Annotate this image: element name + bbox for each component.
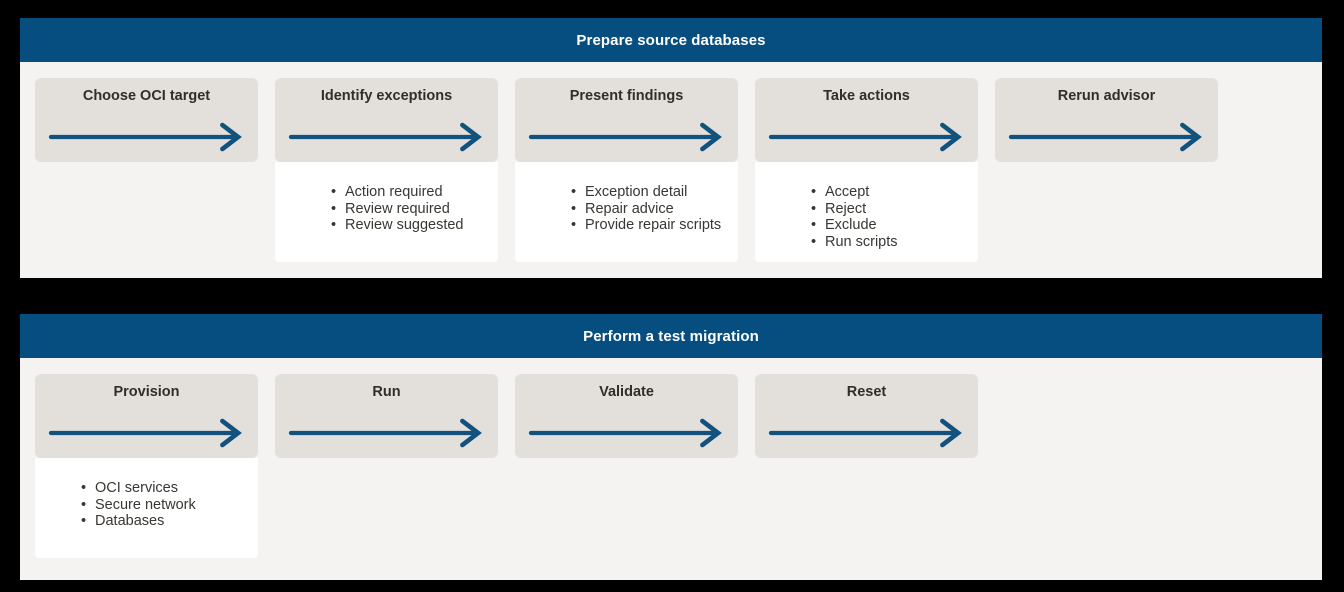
list-item-label: Databases bbox=[95, 513, 165, 529]
list-item: • Exclude bbox=[811, 217, 978, 234]
panel-prepare-source-databases: Prepare source databases Choose OCI targ… bbox=[20, 18, 1322, 278]
bullet-icon: • bbox=[81, 496, 87, 513]
step-label: Reset bbox=[846, 384, 887, 400]
step-provision[interactable]: Provision • OCI services • Secure network • Da… bbox=[35, 374, 258, 558]
step-card[interactable]: Present findings bbox=[515, 78, 738, 162]
list-item: • Review suggested bbox=[331, 217, 498, 234]
bullet-icon: • bbox=[331, 200, 337, 217]
step-label: Validate bbox=[599, 384, 654, 400]
list-item: • Accept bbox=[811, 184, 978, 201]
arrow-right-icon bbox=[1009, 122, 1206, 152]
step-choose-oci-target[interactable]: Choose OCI target bbox=[35, 78, 258, 162]
step-detail-list: • Action required • Review required • Review … bbox=[275, 162, 498, 262]
bullet-icon: • bbox=[811, 200, 817, 217]
arrow-right-icon bbox=[769, 418, 966, 448]
arrow-right-icon bbox=[289, 122, 486, 152]
list-item-label: OCI services bbox=[95, 480, 178, 496]
step-label: Choose OCI target bbox=[82, 88, 211, 104]
step-card[interactable]: Take actions bbox=[755, 78, 978, 162]
step-card[interactable]: Choose OCI target bbox=[35, 78, 258, 162]
arrow-right-icon bbox=[769, 122, 966, 152]
list-item-label: Provide repair scripts bbox=[585, 217, 722, 233]
arrow-right-icon bbox=[289, 418, 486, 448]
list-item: • Review required bbox=[331, 201, 498, 218]
step-label: Run bbox=[372, 384, 401, 400]
step-validate[interactable]: Validate bbox=[515, 374, 738, 458]
arrow-right-icon bbox=[529, 122, 726, 152]
step-label: Identify exceptions bbox=[320, 88, 453, 104]
bullet-icon: • bbox=[331, 217, 337, 233]
bullet-icon: • bbox=[81, 480, 87, 496]
step-label: Provision bbox=[113, 384, 180, 400]
step-label: Present findings bbox=[569, 88, 684, 104]
bullet-icon: • bbox=[571, 217, 577, 233]
panel-header-perform-a-test-migration: Perform a test migration bbox=[20, 314, 1322, 358]
step-label: Take actions bbox=[823, 88, 910, 104]
list-item-label: Accept bbox=[825, 184, 870, 200]
list-item: • Secure network bbox=[81, 497, 258, 514]
panel-perform-a-test-migration: Perform a test migration Provision • OCI s… bbox=[20, 314, 1322, 580]
step-card[interactable]: Reset bbox=[755, 374, 978, 458]
step-card[interactable]: Run bbox=[275, 374, 498, 458]
list-item-label: Action required bbox=[345, 184, 443, 200]
list-item-label: Secure network bbox=[95, 496, 196, 513]
panel-title: Prepare source databases bbox=[576, 31, 766, 49]
list-item-label: Reject bbox=[825, 200, 867, 217]
step-card[interactable]: Identify exceptions bbox=[275, 78, 498, 162]
list-item: • Exception detail bbox=[571, 184, 738, 201]
panel-header-prepare-source-databases: Prepare source databases bbox=[20, 18, 1322, 62]
bullet-icon: • bbox=[331, 184, 337, 200]
step-present-findings[interactable]: Present findings • Exception detail • Repair… bbox=[515, 78, 738, 262]
list-item: • Provide repair scripts bbox=[571, 217, 738, 234]
list-item: • Run scripts bbox=[811, 234, 978, 251]
list-item-label: Review suggested bbox=[345, 217, 464, 233]
list-item-label: Repair advice bbox=[585, 200, 674, 217]
bullet-icon: • bbox=[811, 184, 817, 200]
list-item: • OCI services bbox=[81, 480, 258, 497]
list-item: • Action required bbox=[331, 184, 498, 201]
step-label: Rerun advisor bbox=[1057, 88, 1156, 104]
bullet-icon: • bbox=[571, 200, 577, 217]
panel-title: Perform a test migration bbox=[583, 327, 759, 345]
step-take-actions[interactable]: Take actions • Accept • Reject • Exclude • Run s… bbox=[755, 78, 978, 262]
bullet-icon: • bbox=[571, 184, 577, 200]
step-detail-list: • OCI services • Secure network • Databases bbox=[35, 458, 258, 558]
list-item: • Repair advice bbox=[571, 201, 738, 218]
step-reset[interactable]: Reset bbox=[755, 374, 978, 458]
arrow-right-icon bbox=[49, 418, 246, 448]
bullet-icon: • bbox=[81, 513, 87, 529]
step-card[interactable]: Validate bbox=[515, 374, 738, 458]
arrow-right-icon bbox=[49, 122, 246, 152]
step-rerun-advisor[interactable]: Rerun advisor bbox=[995, 78, 1218, 162]
bullet-icon: • bbox=[811, 233, 817, 250]
list-item: • Databases bbox=[81, 513, 258, 530]
step-detail-list: • Exception detail • Repair advice • Provide … bbox=[515, 162, 738, 262]
step-identify-exceptions[interactable]: Identify exceptions • Action required • Revi… bbox=[275, 78, 498, 262]
bullet-icon: • bbox=[811, 217, 817, 233]
step-run[interactable]: Run bbox=[275, 374, 498, 458]
step-card[interactable]: Provision bbox=[35, 374, 258, 458]
list-item-label: Exception detail bbox=[585, 184, 688, 200]
list-item-label: Run scripts bbox=[825, 233, 898, 250]
list-item-label: Review required bbox=[345, 200, 450, 217]
step-detail-list: • Accept • Reject • Exclude • Run scripts bbox=[755, 162, 978, 262]
step-card[interactable]: Rerun advisor bbox=[995, 78, 1218, 162]
arrow-right-icon bbox=[529, 418, 726, 448]
list-item: • Reject bbox=[811, 201, 978, 218]
list-item-label: Exclude bbox=[825, 217, 877, 233]
